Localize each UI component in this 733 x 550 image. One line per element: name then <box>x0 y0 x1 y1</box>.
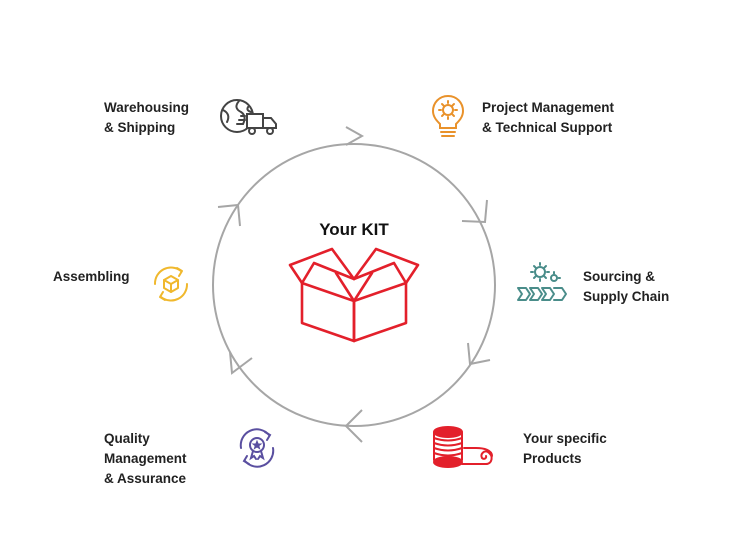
step-sourcing-label: Sourcing & Supply Chain <box>583 267 669 307</box>
step-label-line: Products <box>523 451 582 466</box>
step-quality-label: Quality Management & Assurance <box>104 429 187 489</box>
step-label-line: Project Management <box>482 100 615 115</box>
lightbulb-gear-icon <box>431 94 465 140</box>
cycle-arrow <box>345 126 365 146</box>
gears-conveyor-icon <box>516 260 568 304</box>
cycle-arrow <box>461 199 488 224</box>
cycle-arrow <box>229 351 253 375</box>
cycle-circle <box>212 143 496 427</box>
step-products-label: Your specific Products <box>523 429 607 469</box>
step-label-line: Sourcing & <box>583 269 656 284</box>
step-label-line: Management <box>104 451 187 466</box>
step-label-line: & Assurance <box>104 471 187 486</box>
step-label-line: Quality <box>104 431 150 446</box>
cycle-arrow <box>467 342 491 366</box>
center-title: Your KIT <box>319 220 389 239</box>
assembly-cycle-icon <box>150 263 192 305</box>
globe-truck-icon <box>219 98 279 140</box>
step-warehousing-label: Warehousing & Shipping <box>104 98 189 138</box>
open-box-icon <box>284 243 424 343</box>
step-assembling-label: Assembling <box>53 267 130 287</box>
step-project-label: Project Management & Technical Support <box>482 98 614 138</box>
step-label-line: & Shipping <box>104 120 176 135</box>
cycle-arrow <box>344 409 363 443</box>
quality-badge-icon <box>235 426 279 470</box>
step-label-line: Warehousing <box>104 100 190 115</box>
step-label-line: Supply Chain <box>583 289 670 304</box>
spool-roll-icon <box>430 424 496 470</box>
step-label-line: Assembling <box>53 269 130 284</box>
step-label-line: & Technical Support <box>482 120 613 135</box>
cycle-arrow <box>217 203 241 227</box>
step-label-line: Your specific <box>523 431 607 446</box>
